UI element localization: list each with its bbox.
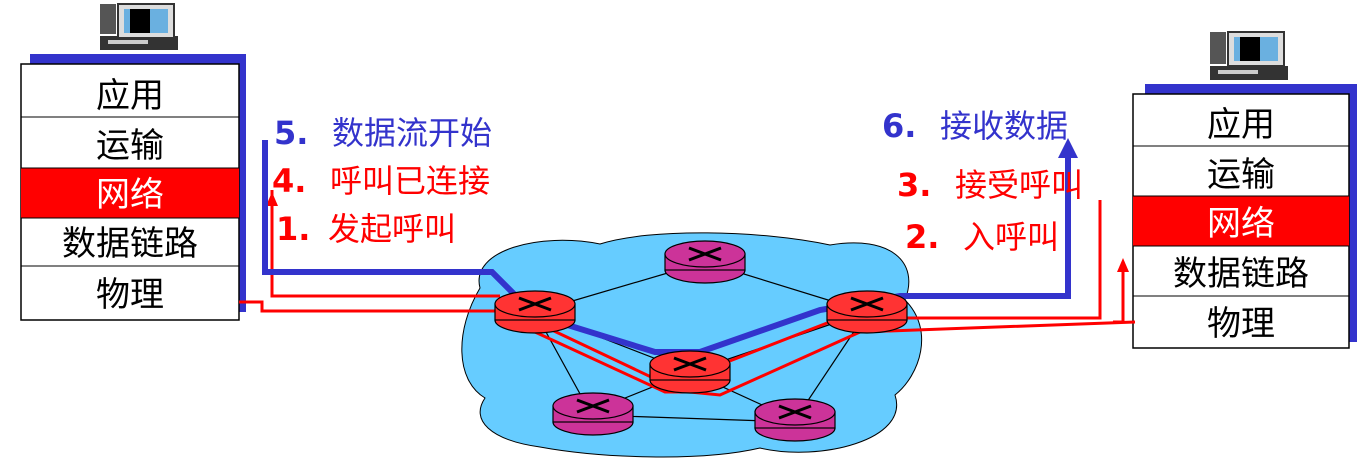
step-text: 入呼叫 [963, 218, 1059, 256]
step-number: 5 [274, 114, 296, 152]
arrow-head [1117, 258, 1129, 272]
step-number: 2 [905, 218, 927, 256]
step-text: 发起呼叫 [328, 210, 456, 248]
step-number: 1 [276, 210, 298, 248]
svg-text:6.: 6. [882, 107, 916, 145]
svg-text:2.: 2. [905, 218, 939, 256]
svg-text:4.: 4. [272, 162, 306, 200]
step-text: 呼叫已连接 [330, 162, 490, 200]
left-layer-network: 网络 [96, 175, 164, 215]
step-number: 3 [897, 166, 919, 204]
router-icon [664, 240, 746, 284]
arrow-head [266, 192, 278, 206]
step-number: 4 [272, 162, 294, 200]
right-layer-datalink: 数据链路 [1173, 254, 1309, 294]
right-layer-physical: 物理 [1207, 304, 1275, 344]
left-layer-physical: 物理 [96, 275, 164, 315]
left-layer-transport: 运输 [96, 126, 164, 166]
router-icon [494, 290, 576, 334]
router-icon [754, 398, 836, 442]
computer-icon [1210, 31, 1288, 80]
step-1-label: 1. 发起呼叫 [276, 210, 456, 248]
svg-text:1.: 1. [276, 210, 310, 248]
left-layer-datalink: 数据链路 [62, 224, 198, 264]
step-number: 6 [882, 107, 904, 145]
svg-text:3.: 3. [897, 166, 931, 204]
right-layer-application: 应用 [1207, 105, 1275, 145]
step-text: 接受呼叫 [955, 166, 1083, 204]
svg-text:5.: 5. [274, 114, 308, 152]
right-host-stack: 应用 运输 网络 数据链路 物理 [1132, 84, 1357, 349]
router-icon [552, 392, 634, 436]
router-icon [826, 290, 908, 334]
step-4-label: 4. 呼叫已连接 [272, 162, 490, 200]
right-layer-network: 网络 [1207, 204, 1275, 244]
step-text: 接收数据 [940, 107, 1068, 145]
router-icon [649, 350, 731, 394]
left-layer-application: 应用 [96, 76, 164, 116]
step-5-label: 5. 数据流开始 [274, 114, 492, 152]
step-2-label: 2. 入呼叫 [905, 218, 1059, 256]
left-host-stack: 应用 运输 网络 数据链路 物理 [20, 54, 246, 321]
step-6-label: 6. 接收数据 [882, 107, 1068, 145]
step-text: 数据流开始 [332, 114, 492, 152]
arrow-head [1058, 138, 1078, 158]
computer-icon [100, 3, 178, 50]
step-3-label: 3. 接受呼叫 [897, 166, 1083, 204]
right-layer-transport: 运输 [1207, 155, 1275, 195]
